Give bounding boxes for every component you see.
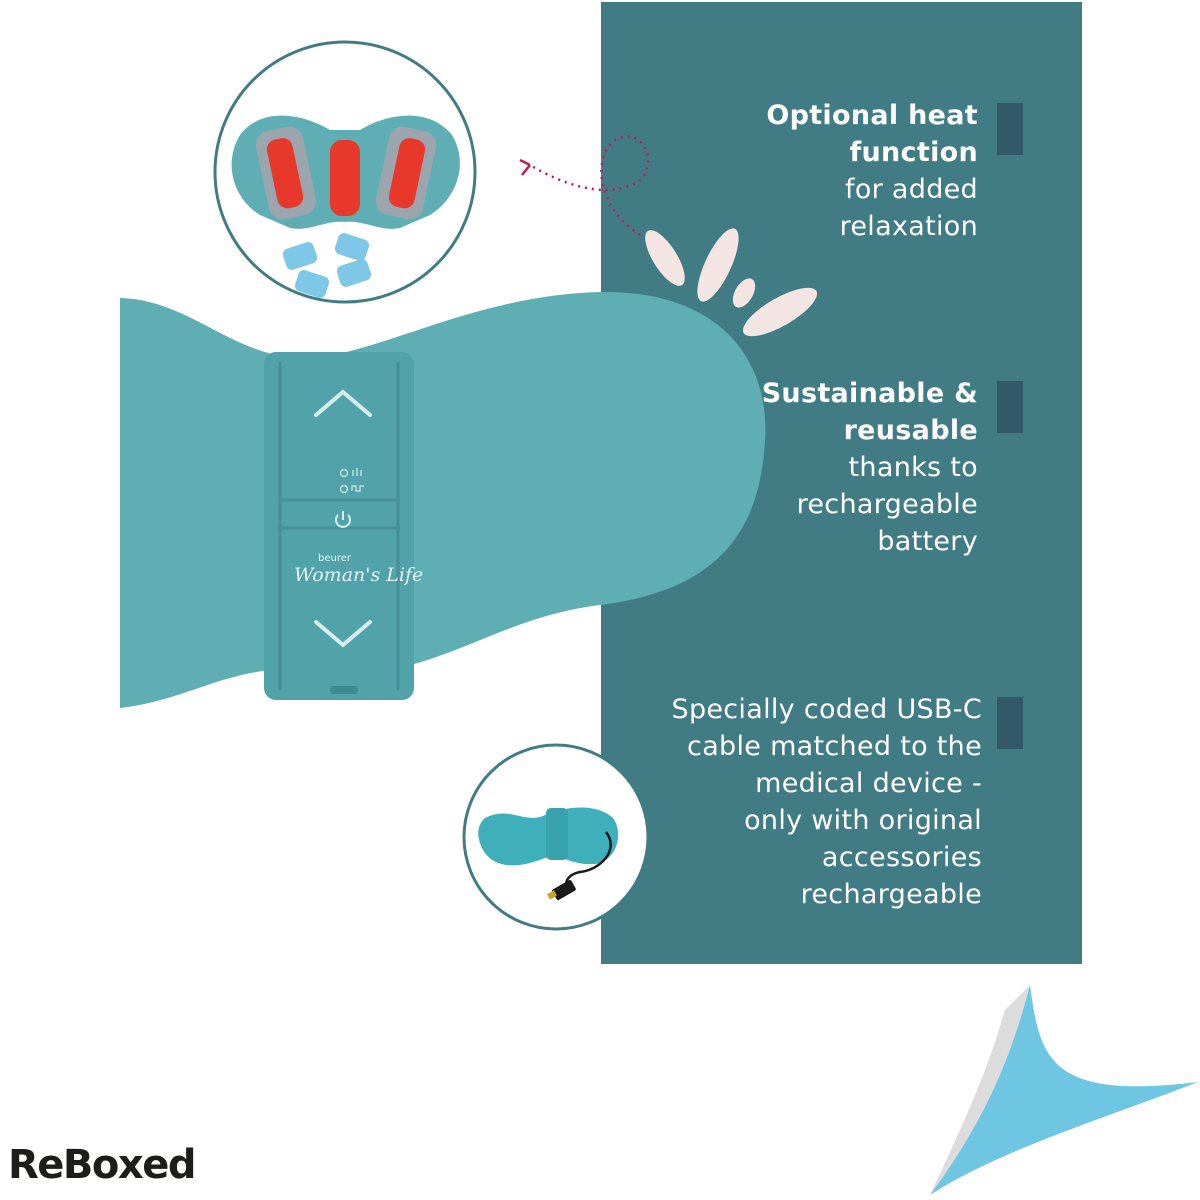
feature-sustainable-desc-2: rechargeable — [796, 489, 978, 520]
feature-marker — [997, 103, 1023, 155]
feature-sustainable-desc-1: thanks to — [848, 452, 978, 483]
feature-heat-title-1: Optional heat — [766, 100, 978, 131]
reboxed-logo: ReBoxed — [8, 1142, 196, 1188]
brand-small: beurer — [318, 553, 351, 564]
chevron-up-icon — [314, 389, 372, 417]
feature-usb-line-3: medical device - — [755, 768, 982, 799]
feature-usb-line-2: cable matched to the — [687, 731, 982, 762]
feature-heat-desc-2: relaxation — [839, 211, 978, 242]
usb-inset — [462, 743, 650, 931]
feature-sustainable: Sustainable & reusable thanks to recharg… — [762, 375, 978, 560]
arrow-icon — [519, 135, 650, 237]
feature-marker — [997, 381, 1023, 433]
feature-sustainable-desc-3: battery — [877, 526, 978, 557]
feature-sustainable-title-2: reusable — [843, 415, 978, 446]
feature-usb: Specially coded USB-C cable matched to t… — [672, 691, 983, 913]
feature-usb-line-4: only with original — [744, 805, 982, 836]
feature-usb-line-5: accessories — [821, 842, 982, 873]
power-icon — [335, 511, 351, 528]
feature-sustainable-title-1: Sustainable & — [761, 378, 978, 409]
feature-usb-line-1: Specially coded USB-C — [671, 694, 982, 725]
chevron-down-icon — [314, 620, 372, 648]
feature-usb-line-6: rechargeable — [800, 879, 982, 910]
feature-heat: Optional heat function for added relaxat… — [766, 97, 978, 245]
device-main — [120, 291, 766, 708]
feature-marker — [997, 697, 1023, 749]
brand-logo: Woman's Life — [294, 564, 424, 586]
corner-graphic — [930, 985, 1198, 1195]
heat-pads-inset — [213, 40, 477, 304]
feature-heat-title-2: function — [849, 137, 978, 168]
feature-heat-desc-1: for added — [845, 174, 978, 205]
decorative-petals — [645, 228, 818, 337]
